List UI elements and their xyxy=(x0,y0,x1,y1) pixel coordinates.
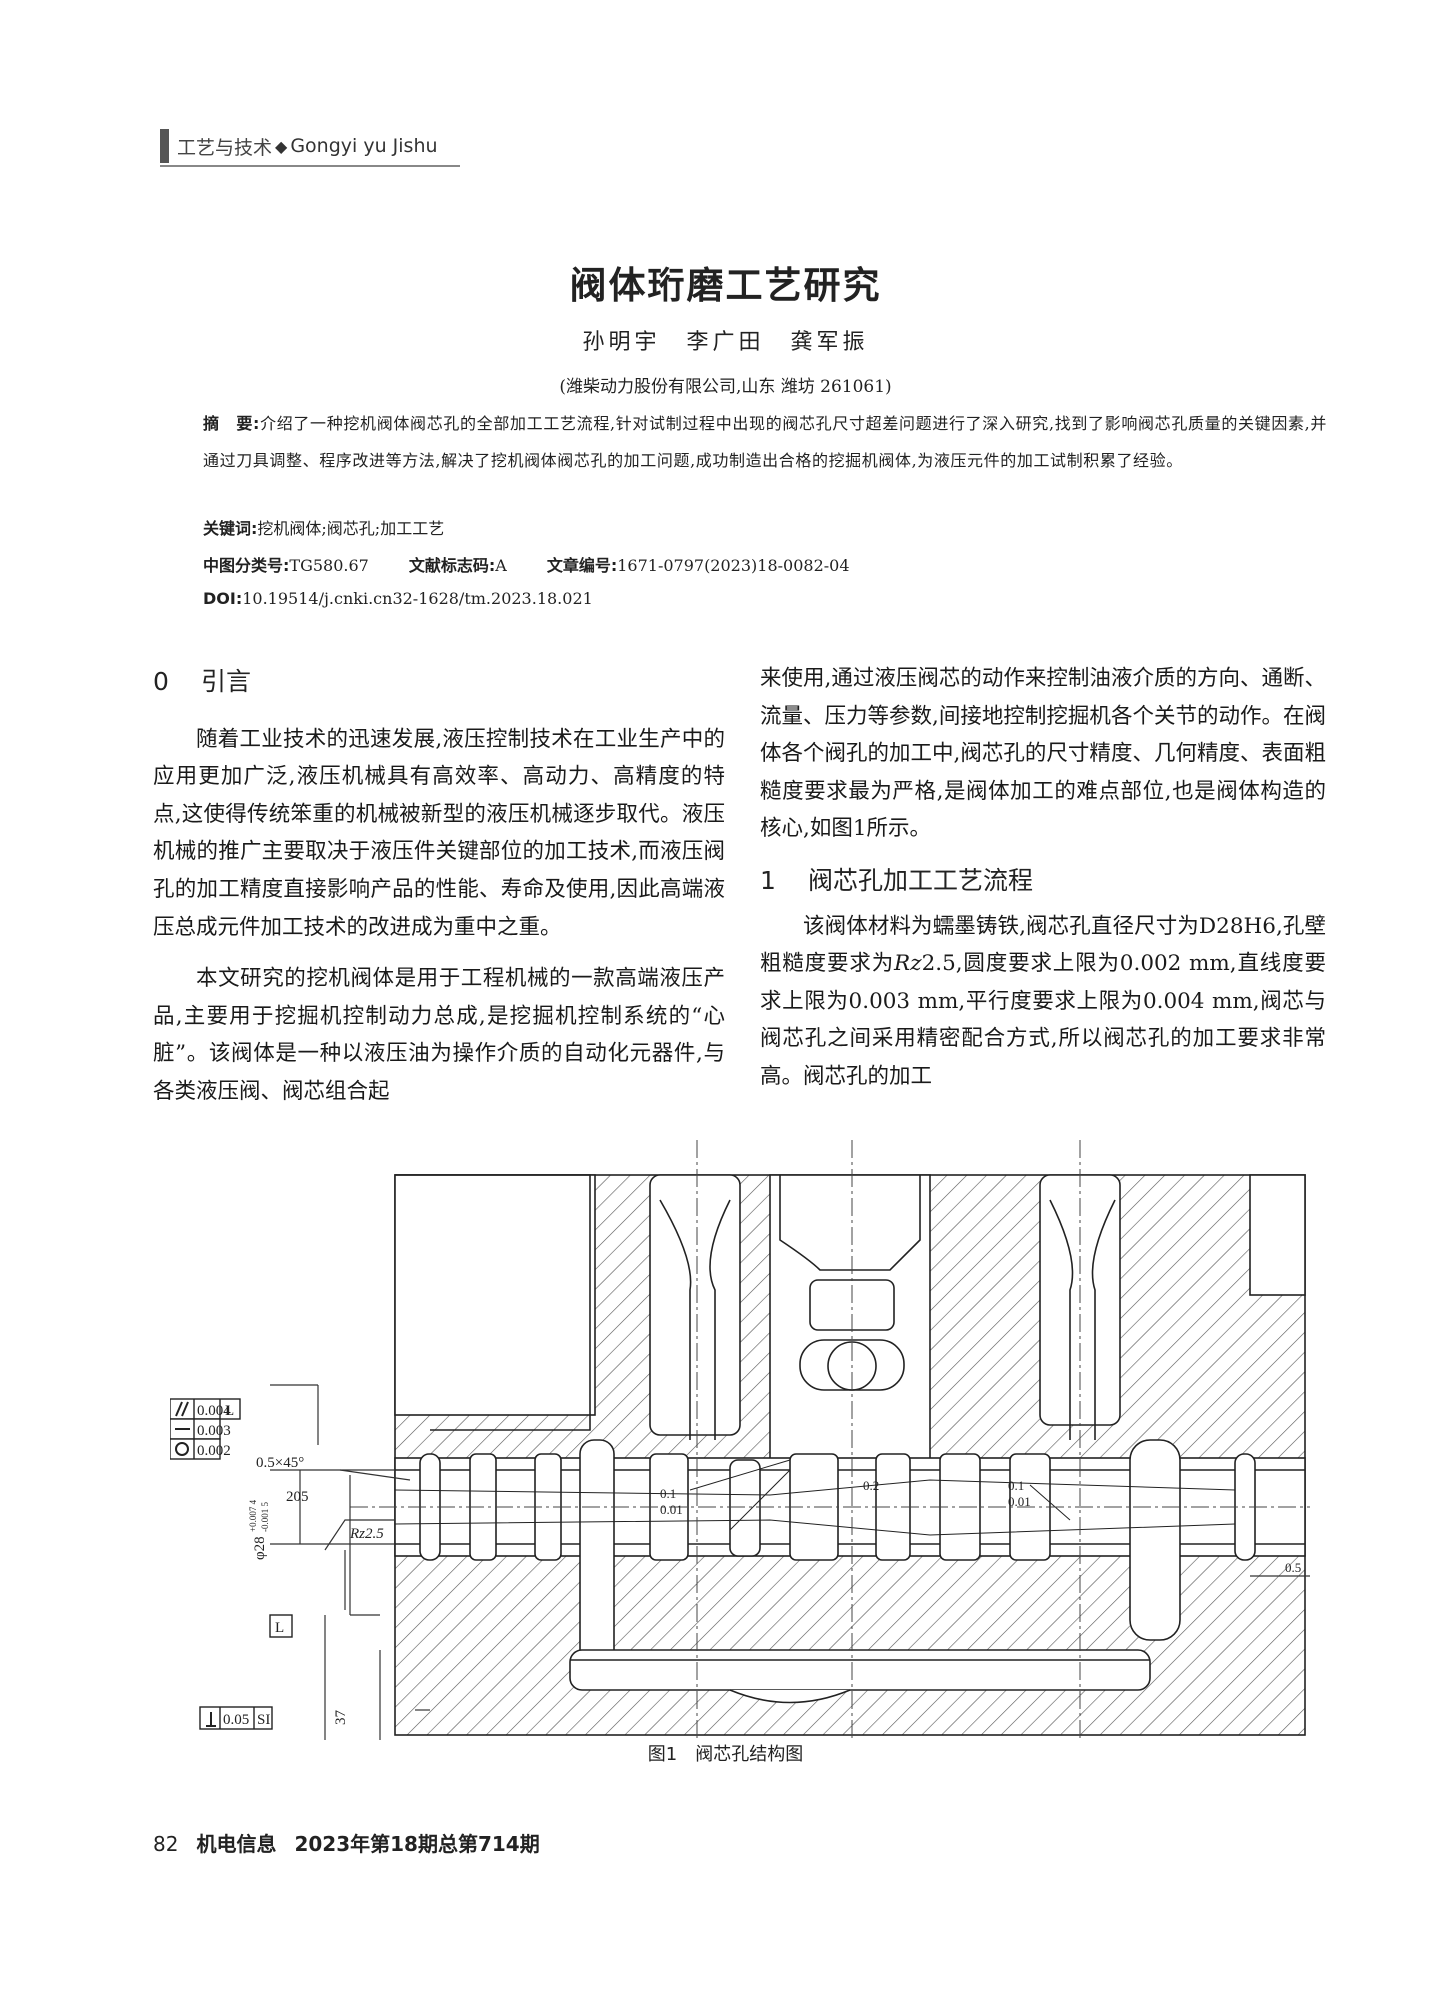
journal-issue: 2023年第18期总第714期 xyxy=(294,1832,540,1856)
section-1-text-a: 该阀体材料为蠕墨铸铁,阀芯孔直径尺寸为D28H6,孔壁粗糙度要求为 xyxy=(760,913,1326,977)
drawing-body xyxy=(394,1174,1306,1736)
header-section-en: Gongyi yu Jishu xyxy=(290,135,438,157)
abstract-text: 介绍了一种挖机阀体阀芯孔的全部加工工艺流程,针对试制过程中出现的阀芯孔尺寸超差问… xyxy=(203,414,1327,470)
parallelism-value: 0.004 xyxy=(197,1403,231,1419)
article-label: 文章编号: xyxy=(546,556,618,575)
keywords-label: 关键词: xyxy=(203,519,258,538)
section-0-title: 引言 xyxy=(201,667,252,696)
dim-37: 37 xyxy=(333,1710,349,1726)
abstract-label: 摘 要: xyxy=(203,414,260,433)
header-rule xyxy=(160,165,460,167)
tolerance-symbols xyxy=(175,1401,216,1727)
straightness-value: 0.003 xyxy=(197,1423,231,1439)
article-value: 1671-0797(2023)18-0082-04 xyxy=(617,556,850,575)
annotation-0-01-left: 0.01 xyxy=(660,1502,683,1517)
doc-value: A xyxy=(495,556,507,575)
roundness-value: 0.002 xyxy=(197,1443,231,1459)
keywords-text: 挖机阀体;阀芯孔;加工工艺 xyxy=(257,519,445,538)
perpendicularity-value: 0.05 xyxy=(223,1712,249,1728)
doi: DOI:10.19514/j.cnki.cn32-1628/tm.2023.18… xyxy=(203,589,593,608)
intro-paragraph-2: 本文研究的挖机阀体是用于工程机械的一款高端液压产品,主要用于挖掘机控制动力总成,… xyxy=(153,966,725,1104)
annotation-0-2: 0.2 xyxy=(863,1478,879,1493)
right-column: 来使用,通过液压阀芯的动作来控制油液介质的方向、通断、流量、压力等参数,间接地控… xyxy=(760,663,1326,1096)
valve-bore-drawing: 0.004 L 0.003 0.002 0.5×45° 205 φ28 +0.0… xyxy=(170,1140,1310,1740)
dim-205: 205 xyxy=(286,1489,309,1505)
journal-name: 机电信息 xyxy=(196,1832,277,1856)
paper-authors: 孙明宇 李广田 龚军振 xyxy=(582,330,869,355)
section-1-text-b: 2.5,圆度要求上限为0.002 mm,直线度要求上限为0.003 mm,平行度… xyxy=(760,951,1326,1089)
diameter-base: φ28 xyxy=(252,1536,268,1560)
clc-value: TG580.67 xyxy=(289,556,369,575)
classification: 中图分类号:TG580.67 文献标志码:A 文章编号:1671-0797(2023… xyxy=(203,552,850,576)
annotation-0-5: 0.5 xyxy=(1285,1560,1301,1575)
intro-paragraph-1: 随着工业技术的迅速发展,液压控制技术在工业生产中的应用更加广泛,液压机械具有高效… xyxy=(153,726,725,940)
chamfer-label: 0.5×45° xyxy=(256,1455,304,1471)
section-1-heading: 1 阀芯孔加工工艺流程 xyxy=(760,862,1326,900)
running-header: 工艺与技术 ◆ Gongyi yu Jishu xyxy=(160,128,438,164)
parallelism-datum: L xyxy=(225,1403,234,1419)
annotation-0-1-right: 0.1 xyxy=(1008,1478,1024,1493)
paper-affiliation: (潍柴动力股份有限公司,山东 潍坊 261061) xyxy=(559,377,892,397)
doi-label: DOI: xyxy=(203,589,243,608)
perpendicularity-datum: SI xyxy=(257,1712,270,1728)
rz-symbol: Rz xyxy=(894,951,922,977)
section-1-number: 1 xyxy=(760,865,776,895)
datum-l-label: L xyxy=(275,1620,284,1636)
clc-label: 中图分类号: xyxy=(203,556,290,575)
intro-continuation: 来使用,通过液压阀芯的动作来控制油液介质的方向、通断、流量、压力等参数,间接地控… xyxy=(760,666,1326,842)
left-column: 0 引言 随着工业技术的迅速发展,液压控制技术在工业生产中的应用更加广泛,液压机械… xyxy=(153,663,725,1111)
centerlines xyxy=(350,1140,1310,1740)
annotation-0-1-left: 0.1 xyxy=(660,1486,676,1501)
figure-caption: 图1 阀芯孔结构图 xyxy=(647,1744,804,1765)
section-1-title: 阀芯孔加工工艺流程 xyxy=(808,865,1034,895)
header-section-zh: 工艺与技术 xyxy=(177,136,273,159)
annotation-0-01-right: 0.01 xyxy=(1008,1494,1031,1509)
diamond-icon: ◆ xyxy=(275,136,288,156)
paper-title: 阀体珩磨工艺研究 xyxy=(569,264,882,307)
rz-roughness-label: Rz2.5 xyxy=(349,1526,384,1542)
section-0-number: 0 xyxy=(153,667,169,696)
diameter-upper-tol: +0.007 4 xyxy=(248,1499,258,1532)
abstract: 摘 要:介绍了一种挖机阀体阀芯孔的全部加工工艺流程,针对试制过程中出现的阀芯孔尺… xyxy=(203,405,1327,479)
doc-label: 文献标志码: xyxy=(408,556,496,575)
header-bar xyxy=(160,129,169,163)
section-0-heading: 0 引言 xyxy=(153,663,725,701)
dimension-lines xyxy=(270,1384,1310,1740)
diameter-lower-tol: -0.001 5 xyxy=(260,1502,270,1532)
page-number: 82 xyxy=(153,1832,179,1856)
keywords: 关键词:挖机阀体;阀芯孔;加工工艺 xyxy=(203,515,444,539)
doi-value: 10.19514/j.cnki.cn32-1628/tm.2023.18.021 xyxy=(242,589,593,608)
section-1-paragraph: 该阀体材料为蠕墨铸铁,阀芯孔直径尺寸为D28H6,孔壁粗糙度要求为Rz2.5,圆… xyxy=(760,908,1326,1096)
page-footer: 82 机电信息 2023年第18期总第714期 xyxy=(153,1828,540,1857)
